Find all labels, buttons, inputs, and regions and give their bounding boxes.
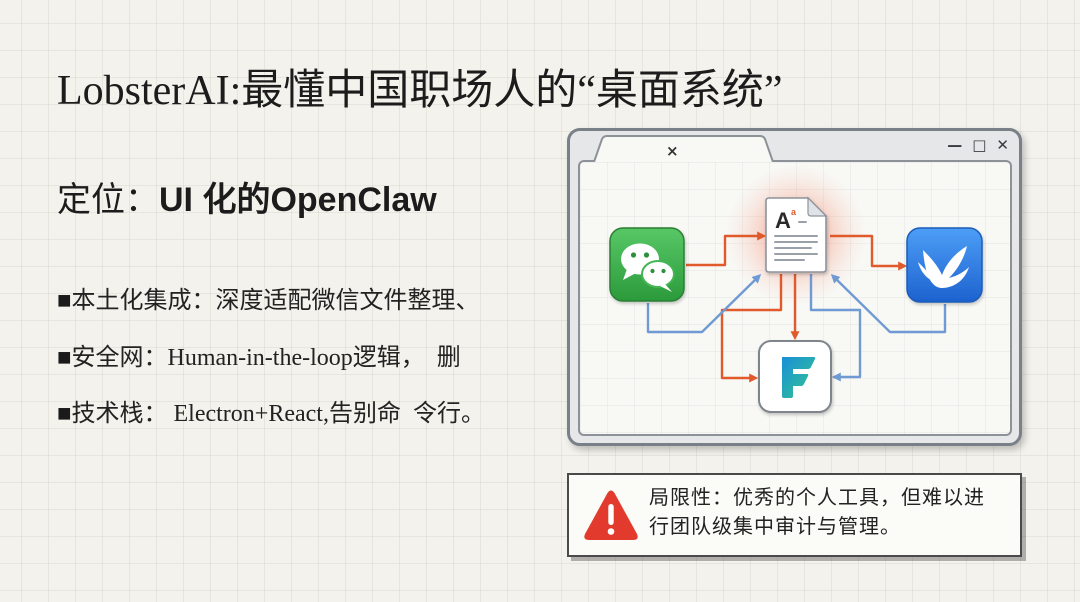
chat-bubble-small	[641, 260, 675, 288]
chat-bubble-large-tail	[623, 269, 636, 280]
tab-close-icon: ×	[666, 142, 679, 160]
arrow-document-to-bird-app	[830, 234, 908, 271]
exclamation-bar	[608, 504, 614, 525]
exclamation-dot	[607, 528, 615, 535]
document-letter: A	[775, 208, 791, 233]
bullet-square-icon: ■	[57, 345, 72, 371]
window-controls: — □ ✕	[947, 134, 1009, 156]
chat-bubble-eye	[643, 252, 650, 258]
bird-icon-background	[906, 227, 983, 303]
document-text-lines	[774, 221, 818, 261]
limitation-text: 局限性：优秀的个人工具，但难以进 行团队级集中审计与管理。	[649, 484, 985, 542]
bullet-square-icon: ■	[57, 288, 72, 314]
chat-bubble-eye	[650, 268, 655, 274]
limitation-callout: 局限性：优秀的个人工具，但难以进 行团队级集中审计与管理。	[567, 473, 1022, 557]
limitation-text-line: 行团队级集中审计与管理。	[649, 516, 901, 538]
bullet-text: 安全网：Human-in-the-loop逻辑， 删	[71, 345, 461, 371]
f-app-icon	[758, 340, 832, 413]
bullet-square-icon: ■	[57, 401, 72, 427]
app-window-illustration: — □ ✕	[567, 128, 1022, 446]
wechat-icon	[609, 227, 685, 302]
arrow-wechat-to-document	[686, 231, 767, 267]
arrow-document-to-f-app-left	[720, 274, 783, 383]
arrow-bird-app-back-to-document	[830, 273, 947, 334]
bullet-item: ■安全网：Human-in-the-loop逻辑， 删	[57, 342, 461, 374]
bird-body	[923, 246, 969, 288]
blue-bird-app-icon	[906, 227, 983, 303]
bullet-text: 技术栈： Electron+React,告别命 令行。	[71, 401, 485, 427]
subtitle-prefix: 定位：	[57, 182, 159, 219]
window-tab: ×	[593, 135, 774, 162]
minimize-icon: —	[947, 136, 963, 154]
document-icon: A a	[765, 196, 828, 273]
slide-subtitle: 定位：UI 化的OpenClaw	[57, 178, 437, 223]
arrow-wechat-back-to-document	[646, 273, 762, 334]
subtitle-emphasis: UI 化的OpenClaw	[159, 181, 437, 219]
chat-bubble-small-tail	[660, 284, 672, 292]
f-logo-letter	[782, 357, 816, 398]
tab-outline	[593, 135, 774, 162]
chat-bubble-eye	[661, 268, 666, 274]
close-icon: ✕	[996, 136, 1009, 154]
warning-triangle-icon	[584, 490, 638, 540]
bullet-text: 本土化集成：深度适配微信文件整理、	[71, 288, 480, 314]
maximize-icon: □	[972, 136, 987, 154]
document-folded-corner	[807, 196, 828, 217]
arrow-to-f-app-right	[809, 274, 862, 382]
bird-wing	[918, 262, 936, 282]
document-superscript: a	[791, 207, 797, 217]
chat-bubble-eye	[630, 252, 637, 258]
workflow-diagram: A a	[609, 165, 983, 413]
slide-title: LobsterAI:最懂中国职场人的“桌面系统”	[57, 68, 783, 114]
window-content-panel: A a	[578, 160, 1012, 436]
bullet-item: ■技术栈： Electron+React,告别命 令行。	[57, 398, 485, 430]
bullet-item: ■本土化集成：深度适配微信文件整理、	[57, 285, 480, 317]
limitation-text-line: 局限性：优秀的个人工具，但难以进	[649, 487, 985, 509]
window-tab-shape	[593, 135, 774, 162]
